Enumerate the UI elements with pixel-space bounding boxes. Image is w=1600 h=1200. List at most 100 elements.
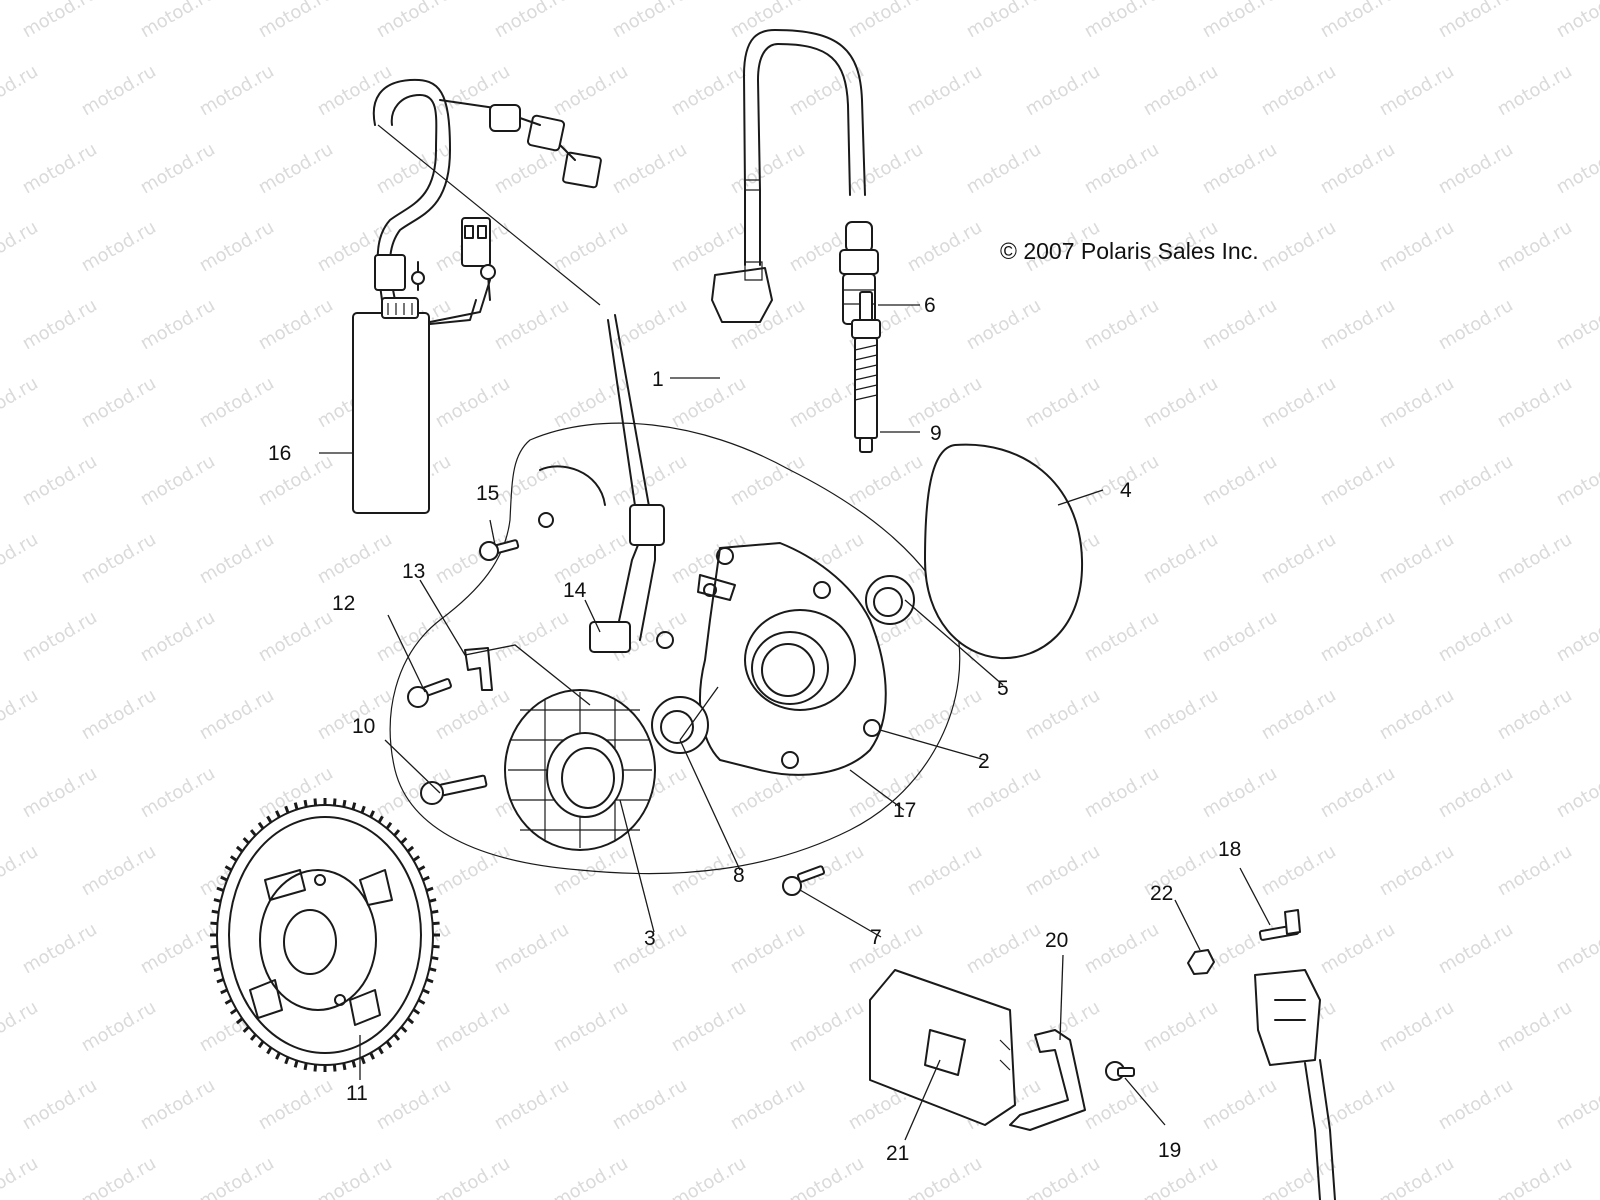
watermark-text: motod.ru [196, 373, 278, 432]
watermark-text: motod.ru [78, 841, 160, 900]
bolt-part-10 [420, 774, 488, 805]
copyright-text: © 2007 Polaris Sales Inc. [1000, 238, 1259, 264]
watermark-text: motod.ru [1022, 685, 1104, 744]
watermark-text: motod.ru [255, 295, 337, 354]
gear-tooth [431, 909, 439, 914]
gear-tooth [210, 921, 218, 926]
watermark-text: motod.ru [963, 0, 1045, 42]
watermark-text: motod.ru [1258, 217, 1340, 276]
gear-tooth [428, 898, 437, 903]
gear-tooth [360, 805, 366, 814]
watermark-text: motod.ru [1081, 607, 1163, 666]
watermark-text: motod.ru [1258, 61, 1340, 120]
watermark-text: motod.ru [0, 217, 42, 276]
callout-3: 3 [644, 927, 656, 950]
watermark-text: motod.ru [19, 0, 101, 42]
gear-tooth [249, 1033, 257, 1041]
callout-15: 15 [476, 482, 499, 505]
gear-tooth [216, 978, 225, 984]
watermark-text: motod.ru [196, 61, 278, 120]
nut-part-22 [1187, 949, 1215, 975]
watermark-text: motod.ru [1553, 1075, 1600, 1134]
gear-tooth [210, 944, 218, 949]
watermark-text: motod.ru [1376, 841, 1458, 900]
gear-tooth [412, 855, 421, 862]
watermark-text: motod.ru [727, 0, 809, 42]
watermark-text: motod.ru [19, 139, 101, 198]
watermark-text: motod.ru [1553, 763, 1600, 822]
gear-tooth [229, 855, 238, 862]
gear-tooth [213, 898, 222, 903]
watermark-text: motod.ru [963, 139, 1045, 198]
watermark-text: motod.ru [727, 1075, 809, 1134]
stator-part-3 [504, 689, 656, 851]
watermark-text: motod.ru [786, 61, 868, 120]
watermark-text: motod.ru [373, 139, 455, 198]
watermark-text: motod.ru [491, 451, 573, 510]
watermark-text: motod.ru [609, 0, 691, 42]
watermark-text: motod.ru [137, 451, 219, 510]
watermark-text: motod.ru [78, 217, 160, 276]
watermark-text: motod.ru [904, 1153, 986, 1200]
gear-tooth [224, 865, 233, 872]
gear-tooth [431, 956, 439, 961]
watermark-text: motod.ru [1553, 919, 1600, 978]
watermark-text: motod.ru [19, 1075, 101, 1134]
watermark-text: motod.ru [668, 1153, 750, 1200]
gear-tooth [284, 1056, 290, 1065]
gear-tooth [342, 1062, 347, 1071]
callout-21: 21 [886, 1142, 909, 1165]
gear-tooth [235, 845, 244, 853]
bolt-part-18 [1258, 909, 1301, 941]
watermark-text: motod.ru [904, 373, 986, 432]
gear-tooth [293, 802, 299, 810]
watermark-text: motod.ru [1317, 607, 1399, 666]
gear-tooth [242, 837, 250, 845]
gear-tooth [220, 988, 228, 995]
watermark-text: motod.ru [137, 1075, 219, 1134]
flywheel-part-11 [210, 798, 440, 1072]
watermark-text: motod.ru [0, 1153, 42, 1200]
watermark-text: motod.ru [0, 841, 42, 900]
gear-tooth [266, 1046, 273, 1055]
watermark-text: motod.ru [1435, 607, 1517, 666]
watermark-text: motod.ru [1435, 451, 1517, 510]
watermark-text: motod.ru [491, 919, 573, 978]
gear-tooth [417, 998, 426, 1005]
gear-tooth [351, 1060, 357, 1068]
watermark-text: motod.ru [1022, 841, 1104, 900]
watermark-text: motod.ru [373, 607, 455, 666]
watermark-text: motod.ru [0, 529, 42, 588]
gear-tooth [417, 865, 426, 872]
gear-tooth [213, 967, 222, 972]
watermark-text: motod.ru [314, 1153, 396, 1200]
watermark-text: motod.ru [845, 451, 927, 510]
callout-10: 10 [352, 715, 375, 738]
watermark-text: motod.ru [904, 217, 986, 276]
watermark-text: motod.ru [196, 1153, 278, 1200]
watermark-text: motod.ru [1081, 919, 1163, 978]
gasket-part-4 [924, 443, 1084, 660]
gear-tooth [400, 1025, 408, 1033]
watermark-text: motod.ru [1376, 529, 1458, 588]
bracket-part-13 [464, 647, 493, 691]
watermark-text: motod.ru [668, 373, 750, 432]
gear-tooth [284, 805, 290, 814]
watermark-text: motod.ru [373, 0, 455, 42]
watermark-text: motod.ru [963, 763, 1045, 822]
connector-lower-right [1254, 969, 1336, 1200]
watermark-text: motod.ru [1199, 295, 1281, 354]
callout-12: 12 [332, 592, 355, 615]
watermark-text: motod.ru [255, 139, 337, 198]
watermark-text: motod.ru [1081, 1075, 1163, 1134]
watermark-text: motod.ru [314, 529, 396, 588]
watermark-text: motod.ru [609, 139, 691, 198]
watermark-text: motod.ru [1258, 373, 1340, 432]
watermark-text: motod.ru [727, 451, 809, 510]
watermark-text: motod.ru [78, 685, 160, 744]
gear-tooth [406, 1017, 415, 1025]
gear-tooth [224, 998, 233, 1005]
watermark-text: motod.ru [1317, 295, 1399, 354]
watermark-text: motod.ru [137, 139, 219, 198]
